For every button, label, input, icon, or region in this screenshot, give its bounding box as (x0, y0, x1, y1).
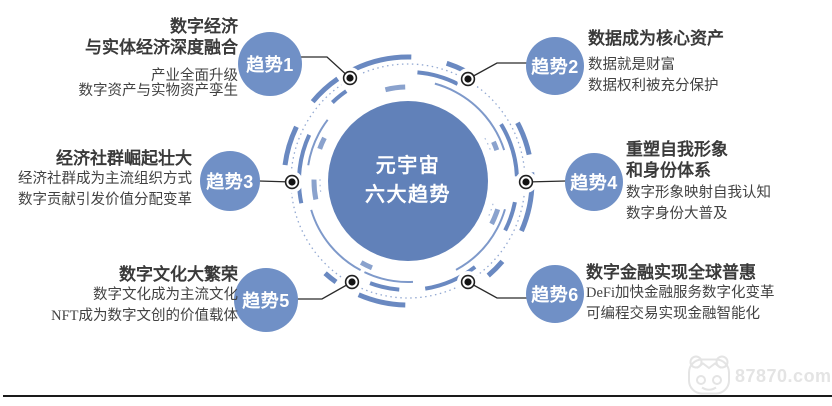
trend-title-line: 数据成为核心资产 (588, 29, 724, 48)
connector-dot-2 (460, 71, 476, 87)
trend-5-title: 数字文化大繁荣 (10, 264, 238, 285)
trend-4-text-block: 重塑自我形象 和身份体系 数字形象映射自我认知 数字身份大普及 (626, 139, 826, 224)
trend-1-badge: 趋势1 (238, 32, 302, 96)
trend-point: 数字资产与实物资产孪生 (78, 83, 239, 99)
mid-dash-ring (297, 69, 519, 292)
thin-arc-ring (306, 78, 510, 283)
trend-point: 数字贡献引发价值分配变革 (18, 191, 192, 208)
trend-5-badge: 趋势5 (234, 268, 298, 332)
connector-dot-3 (284, 174, 300, 190)
trend-3-text-block: 经济社群崛起壮大 经济社群成为主流组织方式 数字贡献引发价值分配变革 (0, 148, 192, 210)
trend-point: 经济社群成为主流组织方式 (18, 171, 192, 187)
connector-line-6 (467, 281, 527, 299)
connector-dot-5 (344, 274, 360, 290)
trend-3-points: 经济社群成为主流组织方式 数字贡献引发价值分配变革 (0, 169, 192, 210)
trend-3-title: 经济社群崛起壮大 (0, 148, 192, 169)
trend-title-line: 与实体经济深度融合 (85, 38, 238, 57)
connector-line-5 (297, 281, 353, 300)
trend-6-points: DeFi加快金融服务数字化变革 可编程交易实现金融智能化 (586, 283, 826, 324)
watermark: 87870.com (686, 354, 832, 398)
center-circle: 元宇宙 六大趋势 (328, 101, 488, 261)
trend-6-title: 数字金融实现全球普惠 (586, 262, 826, 283)
trend-4-points: 数字形象映射自我认知 数字身份大普及 (626, 183, 826, 224)
trend-1-text-block: 数字经济 与实体经济深度融合 产业全面升级 数字资产与实物资产孪生 (30, 16, 239, 99)
trend-point: 数据就是财富 (588, 57, 675, 73)
trend-title-line: 经济社群崛起壮大 (56, 149, 192, 168)
connector-dot-1 (342, 70, 358, 86)
trend-point: 可编程交易实现金融智能化 (586, 305, 760, 322)
trend-point: 数字身份大普及 (626, 205, 728, 222)
trend-title-line: 数字金融实现全球普惠 (586, 263, 756, 282)
trend-5-points: 数字文化成为主流文化 NFT成为数字文创的价值载体 (10, 285, 238, 326)
connector-dot-6 (460, 274, 476, 290)
connector-line-1 (301, 56, 351, 79)
connector-dots (284, 70, 534, 290)
watermark-text: 87870.com (735, 365, 832, 386)
trend-2-points: 数据就是财富 数据权利被充分保护 (588, 55, 823, 96)
bottom-divider (3, 395, 832, 397)
trend-point: 产业全面升级 (151, 68, 238, 84)
trend-3-badge: 趋势3 (200, 151, 260, 211)
trend-point: 数字文化成为主流文化 (93, 287, 238, 303)
trend-point: DeFi加快金融服务数字化变革 (586, 285, 775, 301)
trend-point: NFT成为数字文创的价值载体 (51, 307, 238, 324)
trend-point: 数字形象映射自我认知 (626, 185, 771, 201)
trend-4-badge: 趋势4 (565, 153, 623, 211)
connector-lines (258, 56, 567, 300)
trend-6-badge: 趋势6 (526, 265, 584, 323)
trend-1-points: 产业全面升级 数字资产与实物资产孪生 (30, 68, 239, 99)
trend-1-title: 数字经济 与实体经济深度融合 (30, 16, 238, 58)
trend-title-line: 重塑自我形象 (626, 140, 728, 159)
connector-dot-4 (518, 174, 534, 190)
trend-title-line: 数字文化大繁荣 (119, 265, 238, 284)
trend-5-text-block: 数字文化大繁荣 数字文化成为主流文化 NFT成为数字文创的价值载体 (10, 264, 238, 326)
trend-2-title: 数据成为核心资产 (588, 28, 823, 49)
trend-title-line: 和身份体系 (626, 161, 711, 180)
trend-point: 数据权利被充分保护 (588, 77, 719, 94)
center-title-line2: 六大趋势 (365, 184, 451, 206)
trend-title-line: 数字经济 (170, 17, 238, 36)
inner-dotted-ring (319, 92, 497, 270)
trend-4-title: 重塑自我形象 和身份体系 (626, 139, 826, 181)
center-title-line1: 元宇宙 (375, 155, 441, 177)
connector-line-2 (467, 62, 527, 80)
trend-6-text-block: 数字金融实现全球普惠 DeFi加快金融服务数字化变革 可编程交易实现金融智能化 (586, 262, 826, 324)
trend-2-text-block: 数据成为核心资产 数据就是财富 数据权利被充分保护 (588, 28, 823, 96)
trend-2-badge: 趋势2 (526, 37, 584, 95)
bear-logo-icon (688, 355, 730, 395)
